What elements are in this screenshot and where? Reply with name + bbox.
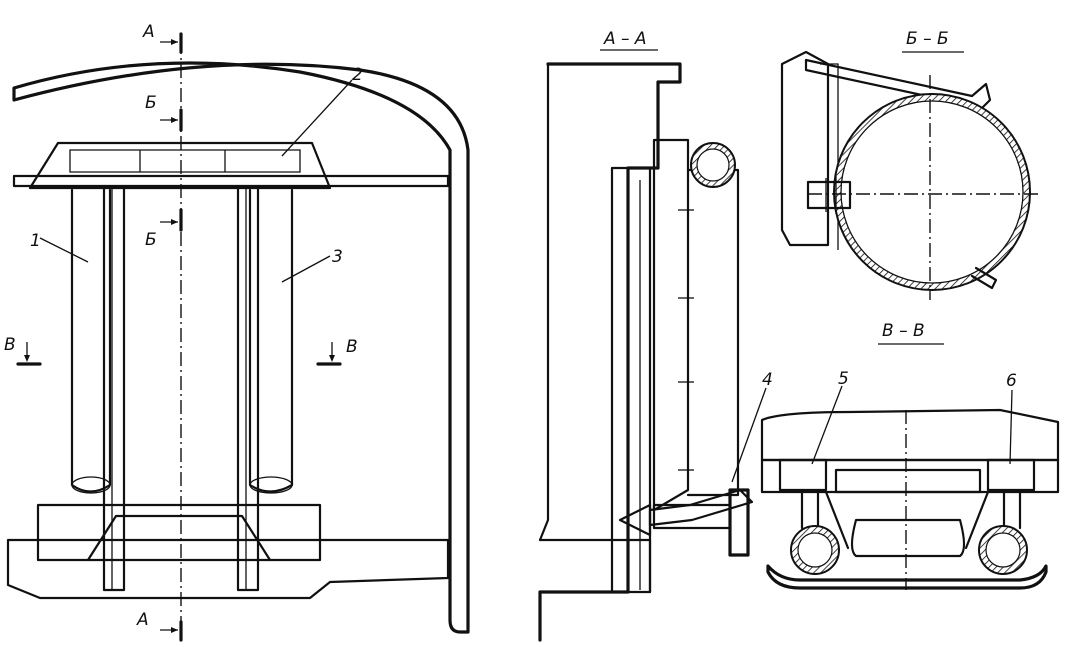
callout-5: 5: [811, 369, 849, 465]
aa-valve-handwheel: [728, 488, 750, 557]
section-aa-view: А – А 4: [538, 29, 773, 642]
label-section-a-top: А: [142, 22, 155, 42]
section-bb-view: Б – Б: [780, 29, 1040, 300]
underframe-beam: [6, 538, 450, 600]
vv-pipe-right-bore: [985, 532, 1021, 568]
strap-right: [236, 184, 260, 592]
section-marker-b-mid: Б: [145, 208, 183, 250]
callout-4-label: 4: [762, 370, 773, 390]
section-marker-a-bottom: А: [136, 610, 183, 642]
vv-center-housing: [850, 518, 966, 558]
label-section-v-left: В: [4, 335, 16, 355]
vv-bracket-right: [986, 458, 1036, 492]
bb-bolt-nuts: [825, 176, 837, 214]
bb-bottom-tab: [970, 266, 998, 290]
tank-support-frame: [28, 141, 332, 190]
bb-tank-bore: [840, 100, 1024, 284]
aa-valve-flange: [618, 503, 652, 537]
label-section-b-top: Б: [145, 93, 157, 113]
label-section-b-mid: Б: [145, 230, 157, 250]
support-frame-ribs: [139, 150, 226, 172]
main-view: А Б Б В В А: [4, 22, 470, 642]
label-section-a-bottom: А: [136, 610, 149, 630]
aa-bolts: [678, 209, 694, 471]
aa-frame-post: [610, 166, 652, 594]
vv-underframe: [760, 408, 1060, 462]
lower-clamp: [86, 514, 272, 562]
floor-section: [538, 538, 652, 594]
vv-bracket-left: [778, 458, 828, 492]
vv-strut-left: [800, 488, 820, 530]
aa-tank-side: [652, 138, 690, 512]
body-wall-outer: [538, 62, 550, 542]
callout-1-label: 1: [30, 231, 41, 251]
vv-strut-right: [1002, 488, 1022, 530]
callout-2: 2: [281, 65, 363, 157]
section-marker-b-top: Б: [145, 93, 183, 132]
car-body-roof: [12, 61, 470, 634]
lower-bracket: [36, 503, 322, 562]
section-marker-a-top: А: [142, 22, 183, 54]
callout-5-label: 5: [838, 369, 849, 389]
section-bb-title: Б – Б: [906, 29, 949, 49]
vv-center-block: [834, 468, 982, 494]
aa-tank-box: [686, 168, 740, 497]
section-marker-v-left: В: [4, 335, 42, 366]
callout-2-label: 2: [352, 65, 363, 85]
vv-diagonal-straps: [824, 490, 990, 550]
aa-frame-post-inner: [627, 180, 641, 590]
section-vv-title: В – В: [882, 321, 925, 341]
body-wall-section: [538, 62, 682, 642]
upper-crossbeam: [12, 174, 450, 188]
vv-bottom-clamp: [766, 564, 1048, 590]
callout-3-label: 3: [332, 247, 343, 267]
vv-pipe-left-bore: [797, 532, 833, 568]
bb-top-strap: [804, 58, 992, 110]
tank-3-end: [249, 476, 293, 494]
callout-6-label: 6: [1006, 371, 1017, 391]
vv-beam: [760, 458, 1060, 494]
section-marker-v-right: В: [316, 337, 358, 366]
aa-top-pipe-bore: [696, 148, 730, 182]
callout-1: 1: [30, 231, 89, 263]
strap-left: [102, 184, 126, 592]
section-vv-view: В – В 5 6: [760, 321, 1060, 590]
callout-4: 4: [731, 370, 773, 483]
tank-1-end: [71, 476, 111, 494]
support-frame-inner: [69, 149, 301, 173]
callout-6: 6: [1006, 371, 1017, 465]
bb-mount-plate: [780, 50, 830, 247]
tank-3: [248, 188, 294, 493]
label-section-v-right: В: [346, 337, 358, 357]
callout-3: 3: [281, 247, 343, 283]
section-aa-title: А – А: [603, 29, 647, 49]
